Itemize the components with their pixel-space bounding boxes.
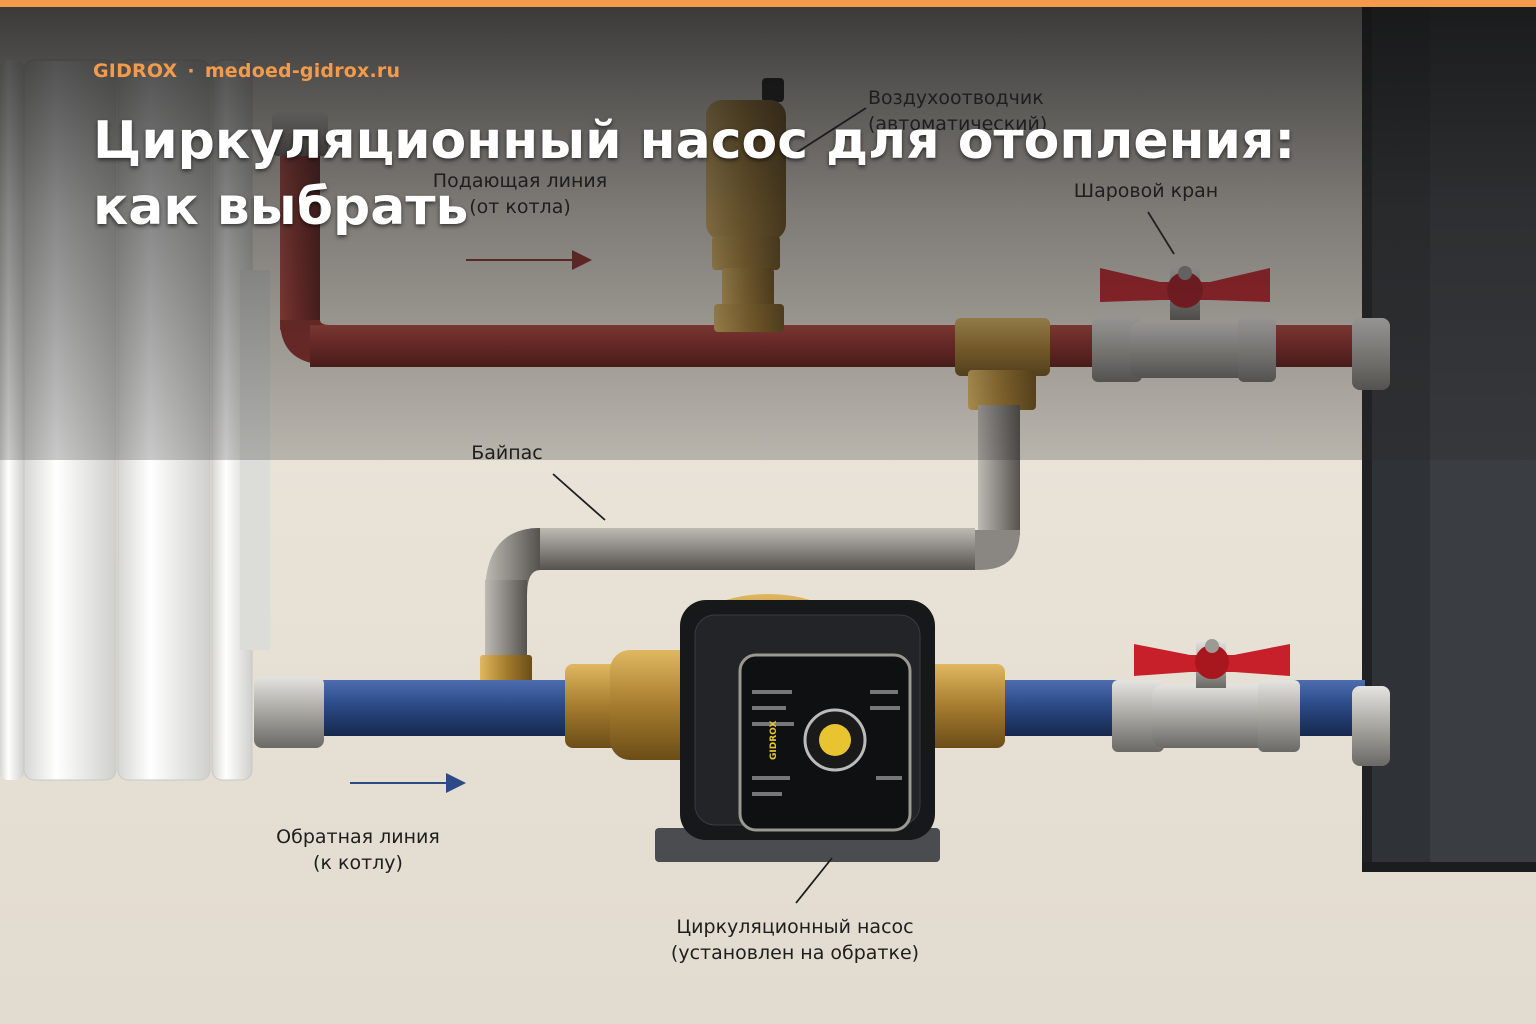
brand-separator: ·	[187, 60, 195, 82]
pump-label-line1: Циркуляционный насос	[676, 916, 914, 938]
air-vent-label-line1: Воздухоотводчик	[868, 87, 1044, 109]
return-line-label-line2: (к котлу)	[313, 852, 403, 874]
circulation-pump	[565, 594, 1005, 862]
return-ball-valve	[1112, 639, 1390, 766]
site-link[interactable]: medoed-gidrox.ru	[204, 60, 401, 82]
pump-label-line2: (установлен на обратке)	[670, 942, 920, 964]
supply-line-label: Подающая линия (от котла)	[420, 168, 620, 220]
header-overlay	[0, 7, 1536, 460]
bypass-label: Байпас	[471, 442, 543, 464]
page-title: Циркуляционный насос для отопления: как …	[93, 111, 1296, 237]
supply-line-label-line2: (от котла)	[469, 196, 571, 218]
top-accent-strip	[0, 0, 1536, 7]
air-vent-label-line2: (автоматический)	[868, 113, 1048, 135]
brand-line: GIDROX · medoed-gidrox.ru	[93, 60, 400, 82]
return-pipe	[254, 676, 1365, 748]
brand-name: GIDROX	[93, 60, 178, 82]
supply-line-label-line1: Подающая линия	[432, 170, 608, 192]
return-line-label-line1: Обратная линия	[276, 826, 440, 848]
pump-label: Циркуляционный насос (установлен на обра…	[640, 914, 950, 966]
pump-brand-text: GIDROX	[769, 721, 779, 760]
air-vent-label: Воздухоотводчик (автоматический)	[868, 85, 1047, 137]
ball-valve-label: Шаровой кран	[1073, 180, 1219, 202]
return-line-label: Обратная линия (к котлу)	[258, 824, 458, 876]
